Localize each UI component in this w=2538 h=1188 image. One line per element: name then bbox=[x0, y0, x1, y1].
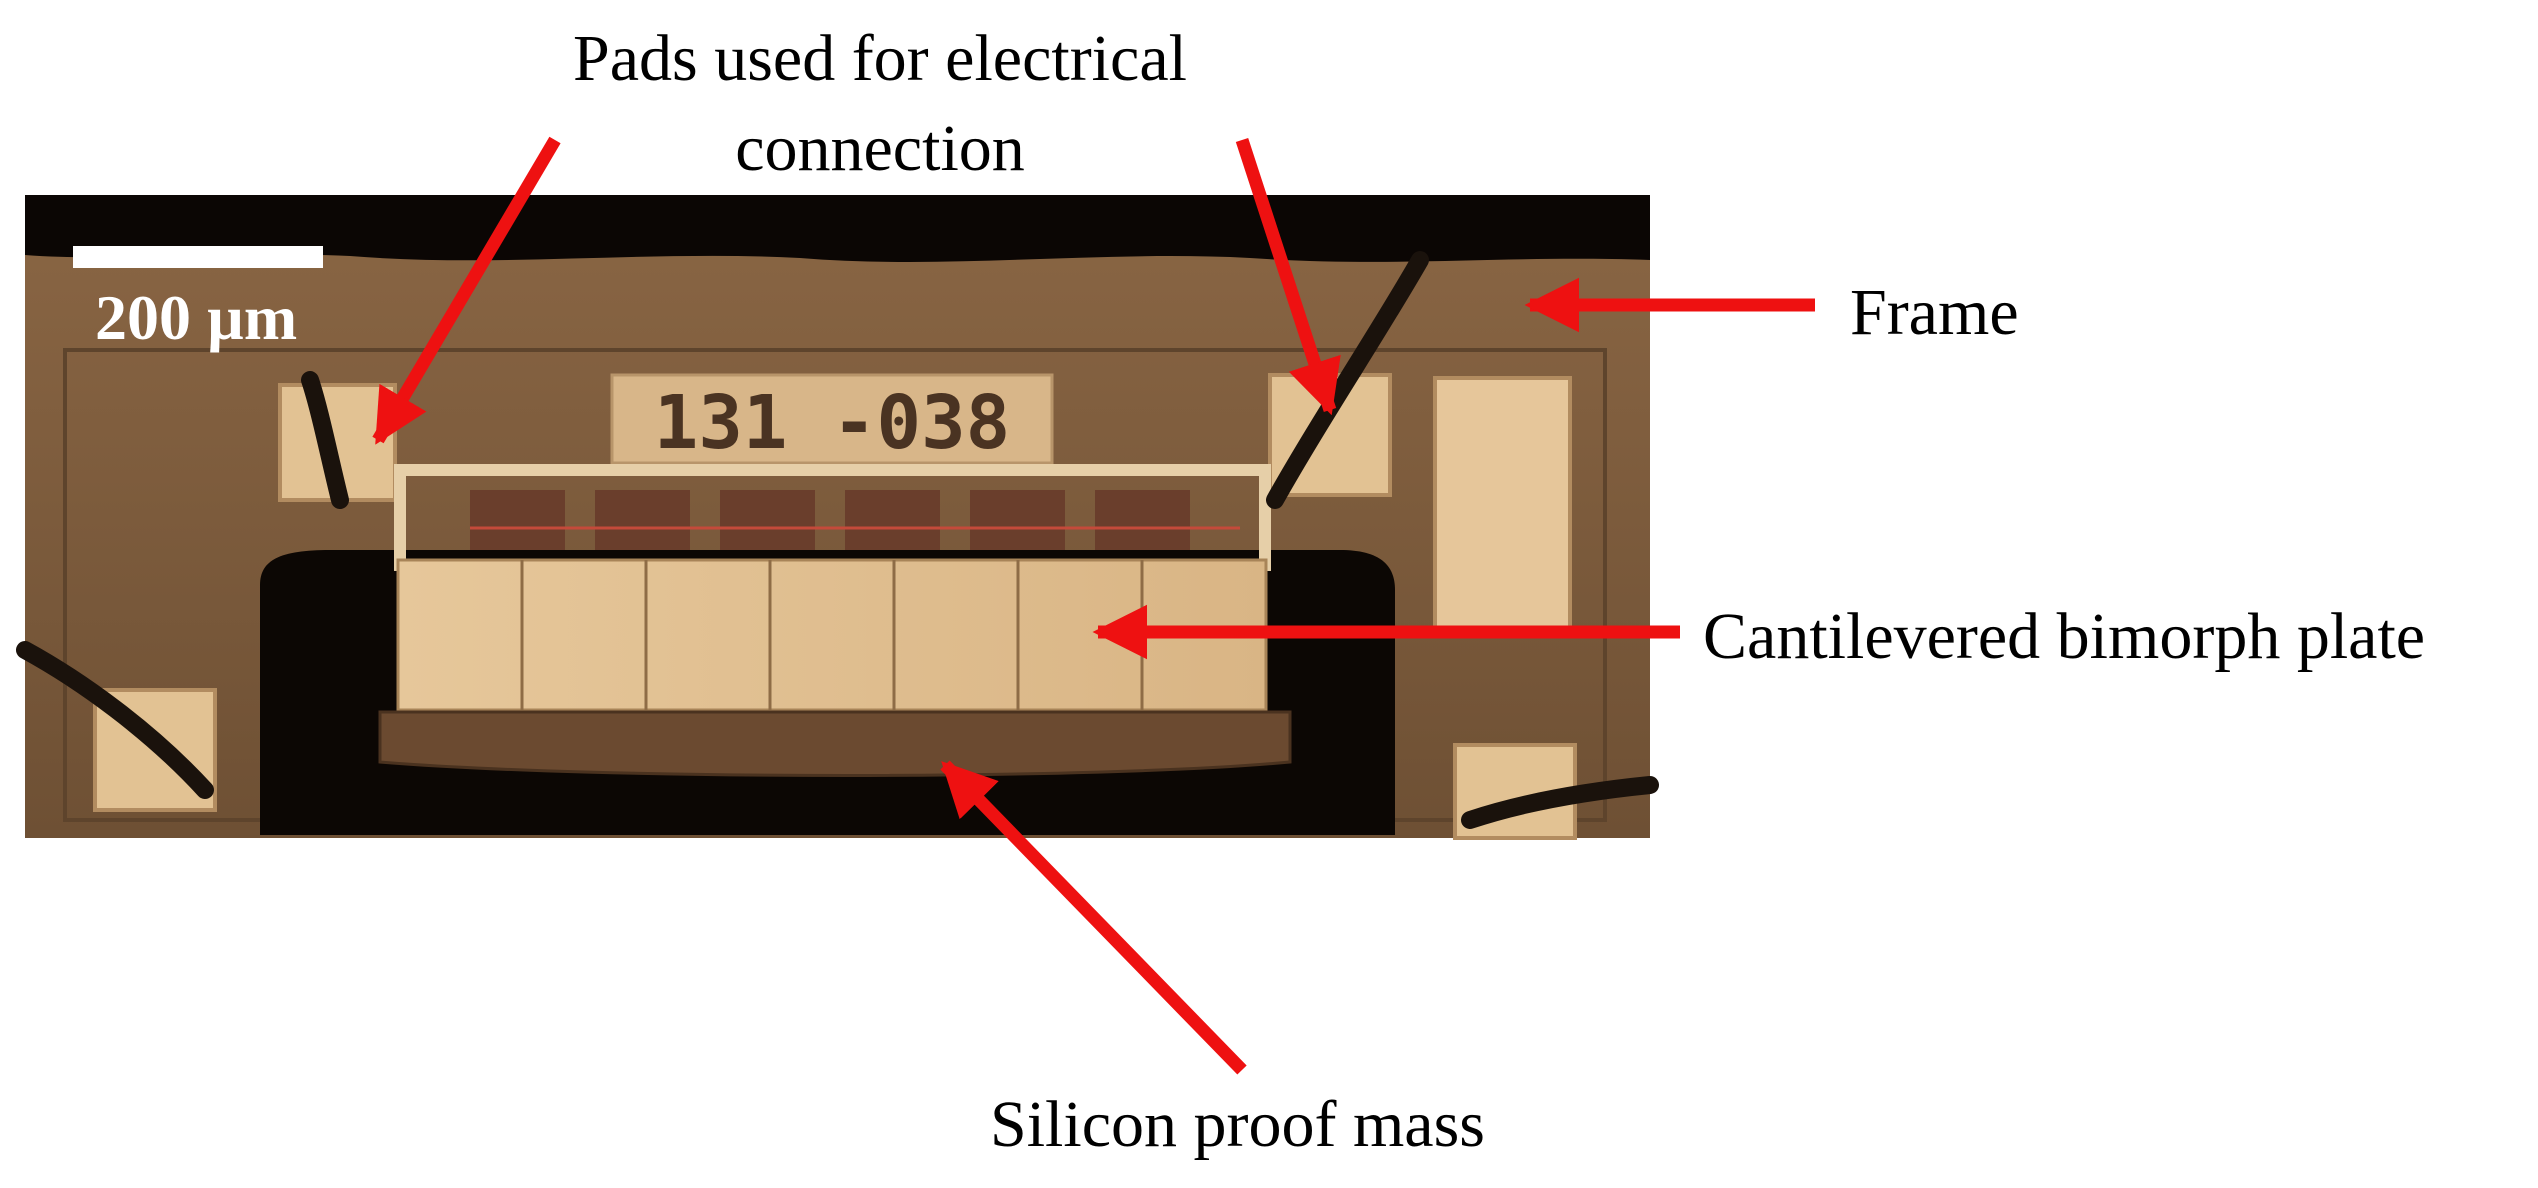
arrow-pads-right bbox=[1235, 137, 1341, 416]
label-cantilever: Cantilevered bimorph plate bbox=[1703, 600, 2426, 673]
scale-bar bbox=[73, 246, 323, 268]
annotation-arrows bbox=[372, 136, 1815, 1075]
chip-id-text: 131 -038 bbox=[654, 380, 1010, 466]
scale-bar-label: 200 µm bbox=[95, 282, 298, 353]
label-frame: Frame bbox=[1850, 276, 2019, 349]
arrow-proof-mass bbox=[940, 760, 1247, 1075]
arrow-pads-left bbox=[372, 136, 561, 445]
label-proof-mass: Silicon proof mass bbox=[990, 1088, 1485, 1161]
label-pads: Pads used for electrical connection bbox=[573, 22, 1187, 185]
